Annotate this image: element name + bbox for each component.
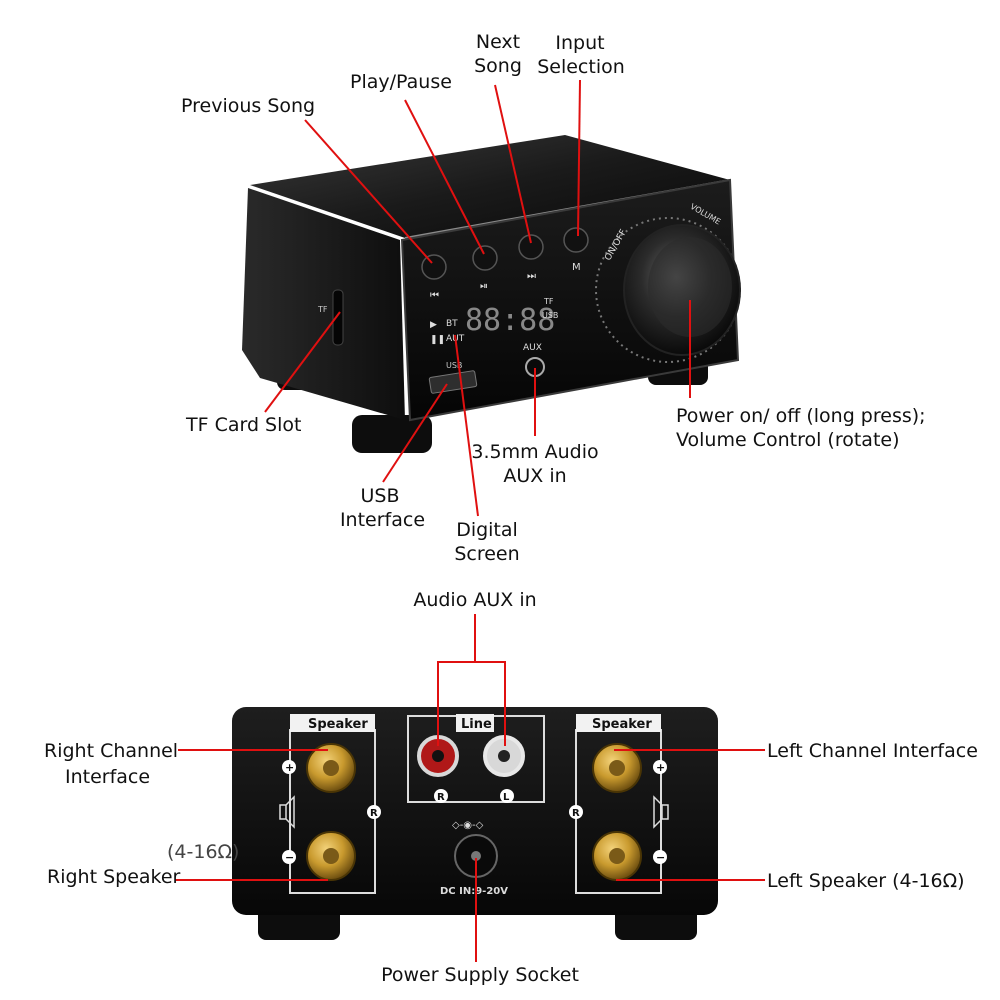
play-pause-icon: ⏯ — [480, 281, 488, 292]
back-leader-lines — [175, 614, 765, 962]
plus-badge-left — [282, 760, 296, 774]
rca-left-center — [498, 750, 510, 762]
rca-r-badge — [434, 789, 448, 803]
front-top-surface — [250, 135, 730, 238]
tf-card-slot[interactable] — [332, 289, 344, 346]
label-audio-aux-in: Audio AUX in — [413, 589, 537, 611]
front-foot-left — [352, 415, 432, 453]
front-side-panel — [242, 188, 405, 420]
label-usb-interface-1: USB — [360, 485, 400, 507]
leader-audio-aux — [437, 661, 506, 746]
front-leader-lines — [264, 79, 691, 517]
minus-left: − — [285, 851, 294, 864]
rca-r-label: R — [437, 792, 445, 803]
label-right-channel-2: Interface — [65, 766, 151, 788]
display-pause-icon: ❚❚ — [430, 335, 445, 345]
speaker-header-right-text: Speaker — [592, 717, 652, 732]
usb-port[interactable] — [428, 370, 478, 394]
back-amplifier: Speaker Speaker Line R L + − R + — [232, 707, 718, 940]
speaker-symbol-left-icon — [279, 795, 295, 829]
label-previous-song: Previous Song — [181, 95, 316, 117]
plus-badge-right — [653, 760, 667, 774]
mode-button[interactable] — [563, 227, 589, 253]
label-tf-card-slot: TF Card Slot — [186, 414, 302, 436]
plus-left: + — [285, 761, 294, 774]
r-badge-left — [367, 805, 381, 819]
display-digits: 88:88 — [465, 303, 555, 338]
label-next-song-2: Song — [474, 55, 522, 77]
label-usb-interface-2: Interface — [339, 509, 426, 531]
leader-input-selection — [577, 79, 581, 237]
label-power-supply: Power Supply Socket — [381, 964, 579, 986]
speaker-symbol-right-icon — [653, 795, 669, 829]
r-right-panel: R — [572, 808, 580, 819]
label-power-volume-2: Volume Control (rotate) — [676, 429, 900, 451]
label-digital-screen-1: Digital — [456, 519, 518, 541]
label-left-channel: Left Channel Interface — [767, 740, 978, 762]
previous-icon: ⏮ — [430, 290, 439, 301]
label-input-selection-1: Input — [555, 32, 605, 54]
next-icon: ⏭ — [527, 271, 536, 282]
label-right-channel-1: Right Channel — [44, 740, 179, 762]
minus-badge-left — [282, 850, 296, 864]
label-digital-screen-2: Screen — [454, 543, 520, 565]
label-power-volume-1: Power on/ off (long press); — [676, 405, 926, 427]
leader-play-pause — [404, 99, 485, 255]
label-aux-in-1: 3.5mm Audio — [471, 441, 599, 463]
usb-port-label: USB — [446, 361, 462, 370]
label-right-speaker: Right Speaker — [47, 866, 181, 888]
label-left-speaker: Left Speaker (4-16Ω) — [767, 870, 965, 892]
tf-side-label: TF — [317, 305, 328, 314]
label-input-selection-2: Selection — [537, 56, 625, 78]
display-usb: USB — [542, 311, 558, 320]
label-play-pause: Play/Pause — [350, 71, 452, 93]
minus-badge-right — [653, 850, 667, 864]
leader-usb — [382, 383, 448, 483]
plus-right: + — [656, 761, 665, 774]
line-header — [456, 714, 494, 732]
label-next-song-1: Next — [475, 31, 521, 53]
line-header-text: Line — [461, 717, 492, 732]
leader-digital-screen — [454, 334, 479, 517]
minus-right: − — [656, 851, 665, 864]
speaker-header-right — [576, 714, 661, 732]
rca-l-badge — [500, 789, 514, 803]
dc-power-pin — [471, 851, 481, 861]
post-center-4 — [609, 848, 625, 864]
leader-next-song — [494, 84, 532, 244]
speaker-header-left-text: Speaker — [308, 717, 368, 732]
aux-jack-label: AUX — [523, 343, 542, 353]
speaker-header-left — [290, 714, 375, 732]
front-amplifier: ⏮ ⏯ ⏭ M ▶ ❚❚ BT AUT 88:88 TF USB USB AUX… — [242, 135, 741, 453]
r-badge-right — [569, 805, 583, 819]
next-song-button[interactable] — [518, 234, 544, 260]
dc-in-label: DC IN:9-20V — [440, 886, 508, 897]
display-bt: BT — [446, 319, 458, 329]
previous-song-button[interactable] — [421, 254, 447, 280]
post-center-3 — [609, 760, 625, 776]
mode-button-label: M — [572, 262, 581, 273]
volume-knob-cap — [648, 237, 732, 337]
leader-tf-card — [264, 311, 341, 413]
label-aux-in-2: AUX in — [503, 465, 567, 487]
rca-l-label: L — [503, 792, 510, 803]
display-tf: TF — [543, 297, 554, 306]
label-right-ohm: (4-16Ω) — [167, 841, 240, 863]
leader-previous-song — [304, 119, 433, 264]
display-play-icon: ▶ — [430, 320, 437, 330]
rca-right-center — [432, 750, 444, 762]
post-center-2 — [323, 848, 339, 864]
play-pause-button[interactable] — [472, 245, 498, 271]
r-left-panel: R — [370, 808, 378, 819]
dc-polarity-icon: ◇-◉-◇ — [452, 820, 484, 831]
post-center-1 — [323, 760, 339, 776]
